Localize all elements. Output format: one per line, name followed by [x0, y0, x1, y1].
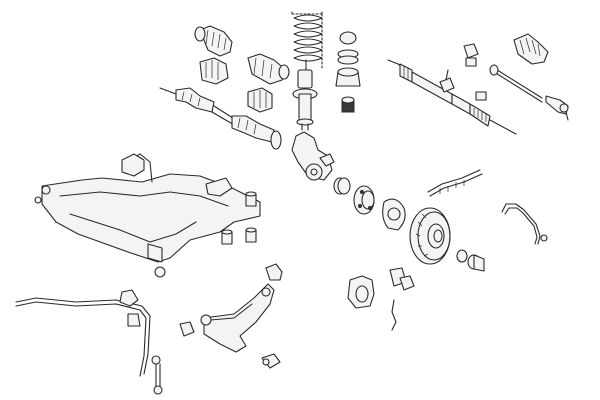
cv-boot-lower: [247, 87, 273, 113]
rack-boot: [513, 33, 549, 65]
shock-absorber: [292, 59, 318, 131]
wheel-bearing: [333, 177, 351, 195]
steering-knuckle: [291, 131, 335, 181]
control-arm: [200, 283, 275, 353]
subframe: [34, 153, 261, 278]
brake-hose: [501, 203, 548, 245]
coil-spring: [291, 9, 323, 71]
stabilizer-link: [151, 355, 163, 395]
strut-top-mount: [335, 31, 361, 113]
brake-pads: [389, 267, 415, 331]
drive-shaft: [159, 87, 282, 150]
strut-bushing-top-right: [463, 43, 479, 67]
ball-joint: [261, 353, 281, 369]
stabilizer-bushing: [119, 289, 141, 327]
control-arm-bushing: [179, 263, 283, 337]
brake-disc: [409, 207, 451, 265]
wheel-hub: [353, 185, 375, 215]
brake-shield: [382, 198, 406, 231]
stabilizer-bar: [15, 297, 151, 377]
cv-boot-middle: [199, 57, 229, 85]
steering-rack: [387, 59, 517, 135]
cv-boot-upper: [194, 25, 233, 57]
tie-rod: [489, 64, 543, 103]
cv-boot-right: [247, 53, 290, 85]
subframe-bushing-set: [221, 191, 257, 245]
abs-sensor: [427, 169, 483, 197]
hub-nut: [456, 249, 485, 272]
tie-rod-end: [545, 95, 569, 121]
brake-caliper: [347, 275, 375, 309]
